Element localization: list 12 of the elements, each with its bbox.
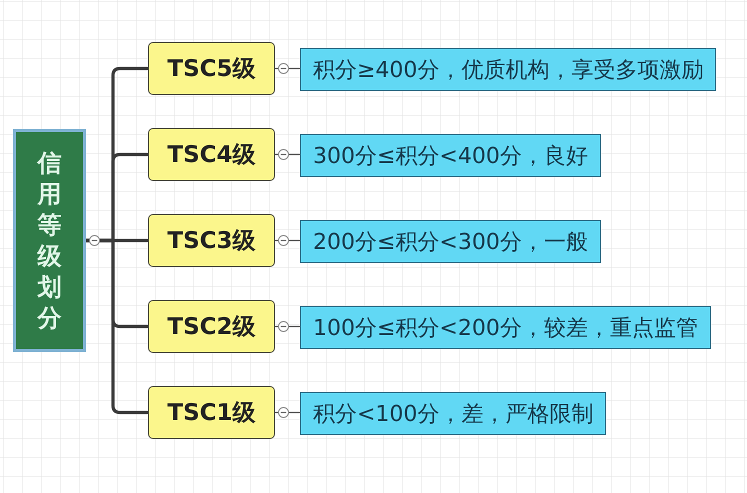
description-box: 300分≤积分<400分，良好 [300, 134, 601, 177]
topic-box: 信用等级划分 [13, 129, 86, 352]
level-box: TSC3级 [148, 214, 275, 267]
level-box: TSC5级 [148, 42, 275, 95]
connector-line [86, 238, 148, 414]
level-box: TSC2级 [148, 300, 275, 353]
description-box: 积分≥400分，优质机构，享受多项激励 [300, 48, 716, 91]
level-box: TSC1级 [148, 386, 275, 439]
description-box: 200分≤积分<300分，一般 [300, 220, 601, 263]
description-box: 100分≤积分<200分，较差，重点监管 [300, 306, 711, 349]
level-box: TSC4级 [148, 128, 275, 181]
description-box: 积分<100分，差，严格限制 [300, 392, 606, 435]
